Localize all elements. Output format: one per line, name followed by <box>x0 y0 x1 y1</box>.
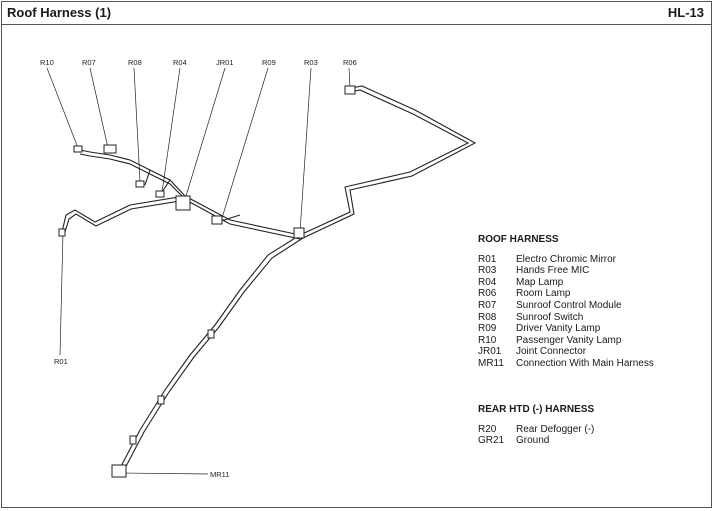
clip-3 <box>207 329 215 339</box>
legend-code: R03 <box>478 265 497 277</box>
clip-2 <box>157 395 165 405</box>
upper-branch-inner <box>79 153 187 201</box>
r08-branch <box>144 169 151 186</box>
rear-htd-heading: REAR HTD (-) HARNESS <box>478 404 595 415</box>
legend-row: R04 Map Lamp <box>478 277 654 289</box>
legend-code: R07 <box>478 299 497 311</box>
legend-row: R06 Room Lamp <box>478 288 654 300</box>
legend-row: R10 Passenger Vanity Lamp <box>478 335 654 347</box>
leader-r08 <box>133 67 141 183</box>
roof-harness-heading: ROOF HARNESS <box>478 234 559 245</box>
main-trunk-inner <box>121 85 477 475</box>
legend-name: Rear Defogger (-) <box>516 423 595 435</box>
callout-r09: R09 <box>262 58 276 67</box>
connector-r03 <box>293 227 305 239</box>
connector-r06 <box>344 85 356 95</box>
clip-1 <box>129 435 137 445</box>
legend-name: Sunroof Control Module <box>516 299 622 311</box>
legend-row: R01 Electro Chromic Mirror <box>478 254 654 266</box>
rear-htd-harness-legend: REAR HTD (-) HARNESS R20 Rear Defogger (-… <box>478 404 594 447</box>
legend-name: Map Lamp <box>516 276 564 288</box>
connector-mr11 <box>111 464 127 478</box>
leader-jr01 <box>185 67 226 197</box>
leader-r01 <box>59 231 64 356</box>
callout-r08: R08 <box>128 58 142 67</box>
legend-code: JR01 <box>478 346 502 358</box>
legend-code: R01 <box>478 253 497 265</box>
legend-name: Room Lamp <box>516 288 571 300</box>
legend-row: R03 Hands Free MIC <box>478 265 654 277</box>
main-trunk <box>117 89 470 473</box>
legend-name: Sunroof Switch <box>516 311 584 323</box>
connector-r10 <box>73 145 83 153</box>
callout-mr11: MR11 <box>210 470 229 479</box>
legend-code: R10 <box>478 334 497 346</box>
legend-row: GR21 Ground <box>478 435 594 447</box>
legend-code: R09 <box>478 323 497 335</box>
legend-code: R20 <box>478 423 497 435</box>
harness-wires <box>46 67 477 475</box>
connector-r04 <box>155 190 165 198</box>
legend-row: R20 Rear Defogger (-) <box>478 424 594 436</box>
legend-row: R07 Sunroof Control Module <box>478 300 654 312</box>
callout-r10: R10 <box>40 58 54 67</box>
connector-jr01 <box>175 195 191 211</box>
callout-labels: R10 R07 R08 R04 JR01 R09 R03 R06 R01 MR1… <box>40 58 357 479</box>
legend-code: MR11 <box>478 357 504 369</box>
legend-code: R08 <box>478 311 497 323</box>
page-code: HL-13 <box>667 5 704 20</box>
page-title: Roof Harness (1) <box>7 5 112 20</box>
callout-r01: R01 <box>54 357 68 366</box>
legend-name: Joint Connector <box>516 346 587 358</box>
leader-r07 <box>89 67 109 149</box>
legend-row: R08 Sunroof Switch <box>478 312 654 324</box>
legend-row: R09 Driver Vanity Lamp <box>478 323 654 335</box>
connector-r08 <box>135 180 145 188</box>
callout-jr01: JR01 <box>216 58 234 67</box>
callout-r03: R03 <box>304 58 318 67</box>
legend-row: JR01 Joint Connector <box>478 346 654 358</box>
leader-r10 <box>46 67 79 149</box>
leader-r09 <box>221 67 269 219</box>
callout-r04: R04 <box>173 58 187 67</box>
page-header: Roof Harness (1) HL-13 <box>1 1 712 25</box>
legend-code: R06 <box>478 288 497 300</box>
leader-r04 <box>161 67 181 193</box>
legend-name: Passenger Vanity Lamp <box>516 334 622 346</box>
connector-r01 <box>58 228 66 237</box>
callout-r06: R06 <box>343 58 357 67</box>
legend-name: Ground <box>516 435 550 447</box>
legend-code: GR21 <box>478 435 505 447</box>
legend-name: Connection With Main Harness <box>516 357 654 369</box>
legend-name: Hands Free MIC <box>516 265 590 277</box>
connector-r09 <box>211 215 223 225</box>
leader-r03 <box>299 67 312 233</box>
connectors <box>58 85 356 478</box>
leader-r06 <box>348 67 351 89</box>
roof-harness-legend: ROOF HARNESS R01 Electro Chromic Mirror R… <box>478 234 654 370</box>
legend-row: MR11 Connection With Main Harness <box>478 358 654 370</box>
legend-name: Driver Vanity Lamp <box>516 323 601 335</box>
callout-r07: R07 <box>82 58 96 67</box>
legend-code: R04 <box>478 276 497 288</box>
legend-name: Electro Chromic Mirror <box>516 253 617 265</box>
connector-r07 <box>103 144 117 154</box>
leader-mr11 <box>121 472 209 475</box>
